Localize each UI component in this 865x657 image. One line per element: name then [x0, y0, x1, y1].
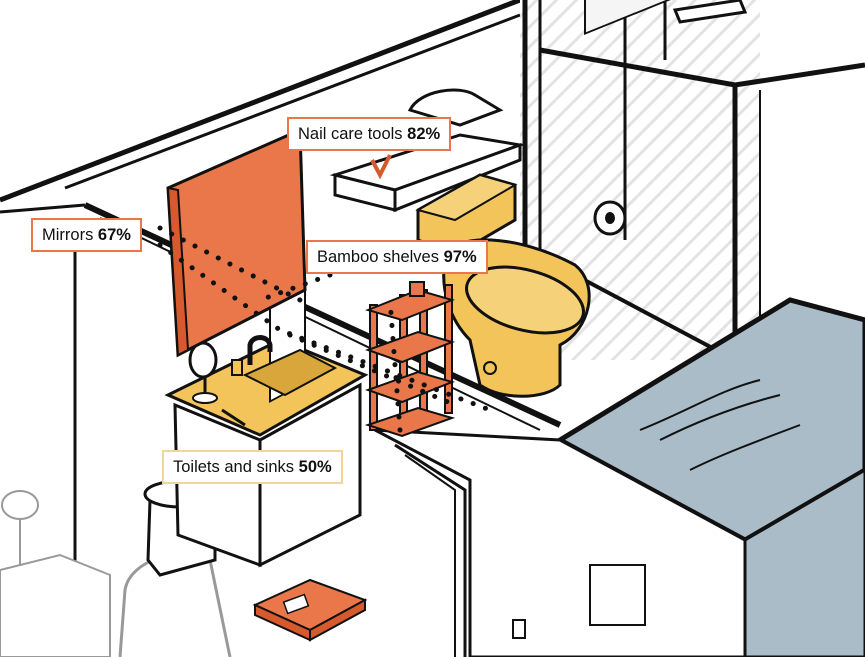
wood-grain	[639, 379, 801, 471]
wall-mirror	[166, 127, 307, 358]
callout-nail-care-tools: Nail care tools 82%	[287, 117, 452, 151]
door-frame	[394, 443, 467, 657]
callout-toilets-name: Toilets and sinks	[173, 458, 295, 476]
callout-toilets-and-sinks: Toilets and sinks 50%	[162, 450, 343, 484]
callout-bamboo-shelves: Bamboo shelves 97%	[306, 240, 488, 274]
shower-enclosure	[520, 0, 865, 398]
back-wall-top-edge	[0, 0, 521, 203]
toilet-paper-holder	[593, 200, 627, 236]
callout-bamboo-pct: 97%	[443, 248, 477, 266]
back-wall-inner-edge	[64, 13, 521, 190]
door-frame-inner	[404, 454, 456, 657]
leader-mirrors-a	[157, 225, 303, 303]
callout-mirrors-pct: 67%	[97, 226, 131, 244]
faucet	[231, 335, 273, 376]
bathroom-scale	[252, 578, 368, 642]
callout-mirrors-name: Mirrors	[42, 226, 94, 244]
toilet	[415, 173, 591, 398]
leader-bamboo	[257, 272, 333, 303]
callout-toilets-pct: 50%	[298, 458, 332, 476]
floor-edge-left	[83, 202, 562, 428]
wall-shelf	[329, 88, 526, 213]
callout-nail-care-pct: 82%	[407, 125, 441, 143]
callout-bamboo-name: Bamboo shelves	[317, 248, 439, 266]
desk	[0, 553, 111, 657]
callout-nail-care-name: Nail care tools	[298, 125, 403, 143]
upper-left-wall-edge	[0, 203, 86, 214]
nail-file	[221, 408, 246, 427]
towel-shelf	[672, 0, 748, 24]
leader-toilets	[287, 332, 458, 408]
wall-outlet	[512, 619, 526, 639]
callout-mirrors: Mirrors 67%	[31, 218, 142, 252]
front-partition	[374, 428, 747, 657]
dotted-leader-lines	[157, 225, 493, 433]
wall-vent	[589, 564, 646, 626]
leader-toilets-b	[387, 297, 403, 433]
